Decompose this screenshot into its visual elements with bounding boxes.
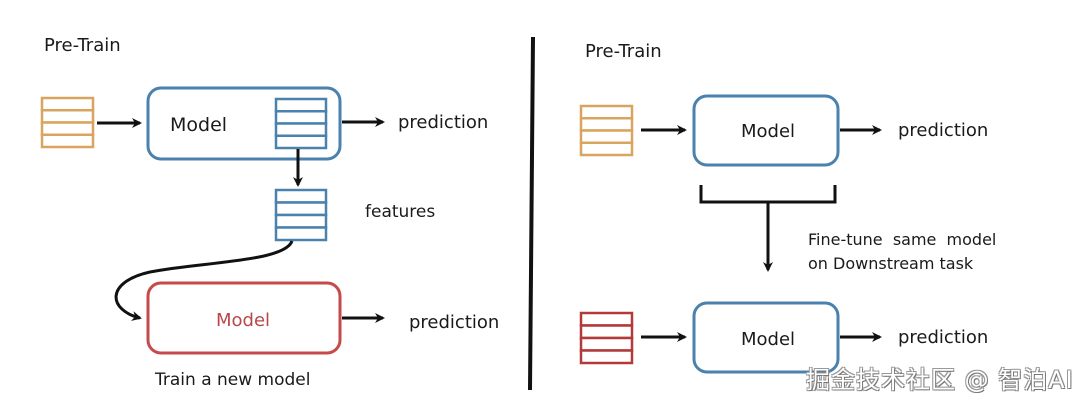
model-feature-stack-icon <box>274 97 328 150</box>
curved-arrow-features-to-new-model <box>114 240 294 321</box>
stack-row <box>579 104 634 120</box>
finetune-line-1: Fine-tune same model <box>808 230 996 249</box>
right-top-prediction: prediction <box>898 120 988 141</box>
stack-row <box>274 97 328 113</box>
stack-row <box>40 109 95 124</box>
stack-row <box>274 201 328 217</box>
downstream-input-stack-icon <box>579 311 634 365</box>
stack-row <box>579 349 634 365</box>
stack-row <box>579 336 634 352</box>
stack-row <box>274 226 328 242</box>
left-input-stack-icon <box>40 96 95 149</box>
finetune-line-2: on Downstream task <box>808 254 974 273</box>
stack-row <box>274 122 328 137</box>
left-top-prediction: prediction <box>398 112 488 133</box>
stack-row <box>40 121 95 136</box>
right-bottom-prediction: prediction <box>898 327 988 348</box>
stack-row <box>40 133 95 149</box>
new-model-label: Model <box>216 310 270 331</box>
stack-row <box>274 134 328 150</box>
stack-row <box>274 188 328 204</box>
right-bottom-model-label: Model <box>741 329 795 350</box>
features-label: features <box>365 202 435 222</box>
stack-row <box>579 117 634 132</box>
stack-row <box>579 311 634 327</box>
right-title: Pre-Train <box>585 41 662 62</box>
watermark: 掘金技术社区 @ 智泊AI <box>806 366 1074 394</box>
left-title: Pre-Train <box>44 35 121 56</box>
right-top-model-label: Model <box>741 121 795 142</box>
stack-row <box>579 129 634 144</box>
right-input-stack-icon <box>579 104 634 157</box>
left-bottom-prediction: prediction <box>409 312 499 333</box>
train-new-model-caption: Train a new model <box>154 370 311 390</box>
stack-row <box>274 213 328 229</box>
left-model-label: Model <box>170 114 227 136</box>
stack-row <box>579 141 634 157</box>
panel-divider <box>528 36 535 391</box>
stack-row <box>274 110 328 125</box>
model-bracket <box>699 185 837 204</box>
right-finetuned-model-box <box>692 301 840 374</box>
stack-row <box>40 96 95 112</box>
right-pretrain-model-box <box>692 94 840 167</box>
stack-row <box>579 324 634 340</box>
features-stack-icon <box>274 188 328 242</box>
new-model-box <box>146 281 342 355</box>
